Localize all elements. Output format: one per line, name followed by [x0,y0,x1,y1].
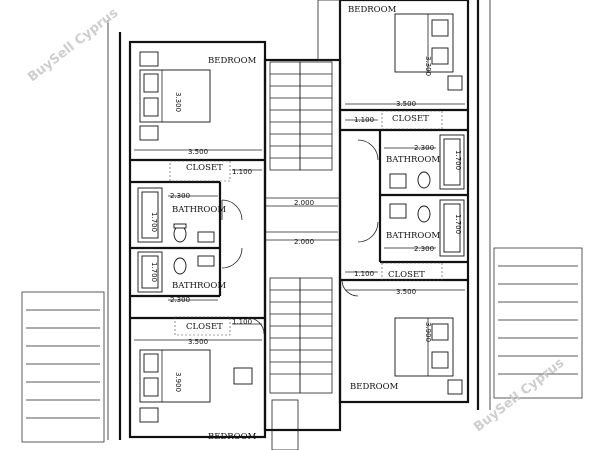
dim-3300-top-left: 3.300 [174,92,182,112]
watermark-top-left: BuySell Cyprus [25,5,121,85]
dim-3300-top-right: 3.300 [424,56,432,76]
label-bathroom-left-1: BATHROOM [172,205,226,215]
label-closet-bottom-right: CLOSET [388,270,425,280]
closet-tl-outline [169,160,231,182]
staircase-upper [269,61,333,171]
label-closet-top-right: CLOSET [392,114,429,124]
dim-1700-left-2: 1.700 [150,262,158,282]
closet-br-outline [381,262,443,281]
dim-3500-bottom-right: 3.500 [396,288,416,296]
dim-3900-bottom-right: 3.900 [424,322,432,342]
dim-2300-left-2: 2.300 [170,296,190,304]
label-bedroom-top-left: BEDROOM [208,56,257,66]
bath-fixtures-right [389,134,465,257]
partitions [130,108,468,320]
dim-1100-top-left: 1.100 [232,168,252,176]
dimension-lines [134,103,465,341]
dim-3900-bottom-left: 3.900 [174,372,182,392]
dim-2300-left-1: 2.300 [170,192,190,200]
dim-1100-top-right: 1.100 [354,116,374,124]
label-bathroom-left-2: BATHROOM [172,281,226,291]
label-bathroom-right-2: BATHROOM [386,231,440,241]
bed-bottom-right [394,317,463,395]
dim-3500-top-left: 3.500 [188,148,208,156]
label-bedroom-bottom-left: BEDROOM [208,432,257,442]
dim-2300-right-2: 2.300 [414,245,434,253]
label-bedroom-top-right: BEDROOM [348,5,397,15]
dim-3500-bottom-left: 3.500 [188,338,208,346]
closet-bl-outline [174,316,231,336]
dim-1100-bottom-left: 1.100 [232,318,252,326]
staircase-lower [269,277,333,394]
dim-1700-right-2: 1.700 [454,214,462,234]
label-closet-bottom-left: CLOSET [186,322,223,332]
closet-tr-outline [381,110,443,130]
bed-bottom-left [139,349,253,423]
dim-1700-left: 1.700 [150,212,158,232]
terrace-right [493,247,583,399]
dim-2000-lower: 2.000 [294,238,314,246]
dim-1100-bottom-right: 1.100 [354,270,374,278]
label-closet-top-left: CLOSET [186,163,223,173]
dim-2300-right-1: 2.300 [414,144,434,152]
label-bedroom-bottom-right: BEDROOM [350,382,399,392]
dim-2000-upper: 2.000 [294,199,314,207]
outer-walls [107,0,491,440]
bed-top-right [394,13,463,91]
dim-1700-right: 1.700 [454,150,462,170]
dim-3500-top-right: 3.500 [396,100,416,108]
bed-top-left [139,51,211,141]
label-bathroom-right-1: BATHROOM [386,155,440,165]
bath-fixtures-left [137,187,215,293]
doors [221,139,379,335]
terrace-left [21,291,105,443]
